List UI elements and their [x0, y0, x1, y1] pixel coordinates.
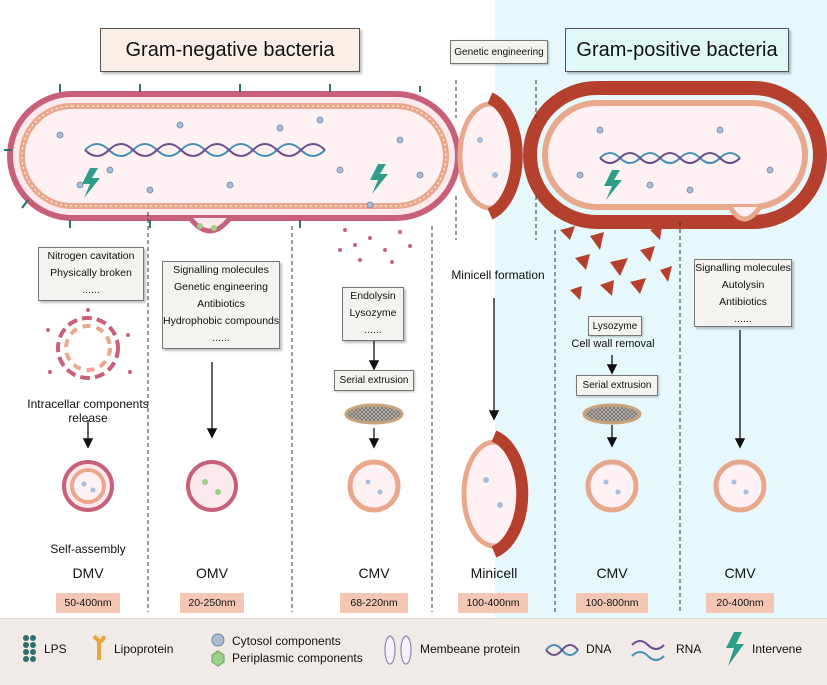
vesicle-cmv-pos2	[713, 459, 767, 513]
omv-method-line: Signalling molecules	[173, 264, 269, 276]
vesicle-name-cmv-pos1: CMV	[596, 565, 628, 581]
lps-icon	[23, 635, 36, 662]
title-gram-positive: Gram-positive bacteria	[565, 28, 789, 72]
lysozyme-box: Lysozyme	[588, 316, 642, 336]
legend-rna: RNA	[676, 642, 702, 656]
legend-bar	[0, 618, 827, 685]
serial-extrusion-box-neg: Serial extrusion	[334, 370, 414, 391]
periplasmic-icon	[211, 650, 225, 667]
vesicle-cmv-pos1	[585, 459, 639, 513]
size-pill-omv: 20-250nm	[180, 593, 244, 613]
vesicle-cmv-neg	[347, 459, 401, 513]
rna-icon	[631, 640, 665, 661]
cmv-neg-method-line: Endolysin	[350, 290, 396, 302]
omv-method-box: Signalling molecules Genetic engineering…	[162, 261, 280, 349]
title-gram-negative: Gram-negative bacteria	[100, 28, 360, 72]
dna-icon	[545, 644, 579, 656]
intracellular-release-line: release	[68, 411, 108, 425]
vesicle-minicell	[461, 430, 529, 558]
intracellular-release-label: Intracellar components release	[20, 397, 156, 425]
omv-method-line: ......	[212, 332, 230, 344]
omv-method-line: Hydrophobic compounds	[163, 315, 280, 327]
legend-cytosol: Cytosol components	[232, 634, 341, 648]
vesicle-dmv	[62, 460, 114, 512]
vesicle-name-cmv-pos2: CMV	[724, 565, 756, 581]
lipoprotein-icon	[92, 634, 106, 660]
vesicle-name-omv: OMV	[196, 565, 228, 581]
gram-positive-cell	[523, 81, 827, 300]
cytosol-icon	[211, 633, 225, 647]
legend-icons	[23, 632, 744, 667]
genetic-engineering-box: Genetic engineering	[450, 40, 548, 64]
legend-lps: LPS	[44, 642, 67, 656]
dmv-release-burst	[46, 308, 132, 380]
membrane-protein-icon	[384, 635, 412, 665]
minicell-dividing	[457, 92, 523, 220]
vesicle-omv	[186, 460, 238, 512]
dmv-method-line: Physically broken	[50, 267, 132, 279]
legend-periplasmic: Periplasmic components	[232, 651, 363, 665]
extrusion-membrane-icon	[344, 403, 404, 425]
vesicle-name-minicell: Minicell	[470, 565, 518, 581]
cmv-neg-method-box: Endolysin Lysozyme ......	[342, 287, 404, 341]
serial-extrusion-box-pos: Serial extrusion	[576, 375, 658, 396]
dmv-method-line: ......	[82, 284, 100, 296]
self-assembly-label: Self-assembly	[50, 542, 126, 556]
vesicle-name-dmv: DMV	[72, 565, 104, 581]
vesicle-name-cmv-neg: CMV	[358, 565, 390, 581]
legend-dna: DNA	[586, 642, 612, 656]
cmv-pos2-method-line: Autolysin	[721, 279, 765, 291]
intervene-icon	[726, 632, 744, 666]
cmv-pos2-method-line: Antibiotics	[719, 296, 767, 308]
legend-lipoprotein: Lipoprotein	[114, 642, 174, 656]
omv-method-line: Genetic engineering	[174, 281, 268, 293]
dmv-method-box: Nitrogen cavitation Physically broken ..…	[38, 247, 144, 301]
cmv-neg-method-line: ......	[364, 324, 382, 336]
legend-intervene: Intervene	[752, 642, 803, 656]
gram-negative-cell	[4, 84, 461, 264]
cmv-pos2-method-line: ......	[734, 313, 752, 325]
size-pill-dmv: 50-400nm	[56, 593, 120, 613]
intracellular-release-line: Intracellar components	[27, 397, 149, 411]
size-pill-cmv-pos1: 100-800nm	[576, 593, 648, 613]
cmv-pos2-method-box: Signalling molecules Autolysin Antibioti…	[694, 259, 792, 327]
minicell-formation-label: Minicell formation	[451, 268, 545, 282]
dmv-method-line: Nitrogen cavitation	[47, 250, 135, 262]
cmv-neg-method-line: Lysozyme	[349, 307, 397, 319]
size-pill-cmv-pos2: 20-400nm	[706, 593, 774, 613]
cmv-pos2-method-line: Signalling molecules	[695, 262, 791, 274]
cell-wall-removal-label: Cell wall removal	[571, 338, 655, 350]
extrusion-membrane-icon-2	[582, 403, 642, 425]
omv-method-line: Antibiotics	[197, 298, 245, 310]
size-pill-cmv-neg: 68-220nm	[340, 593, 408, 613]
size-pill-minicell: 100-400nm	[458, 593, 528, 613]
legend-membrane-protein: Membeane protein	[420, 642, 521, 656]
